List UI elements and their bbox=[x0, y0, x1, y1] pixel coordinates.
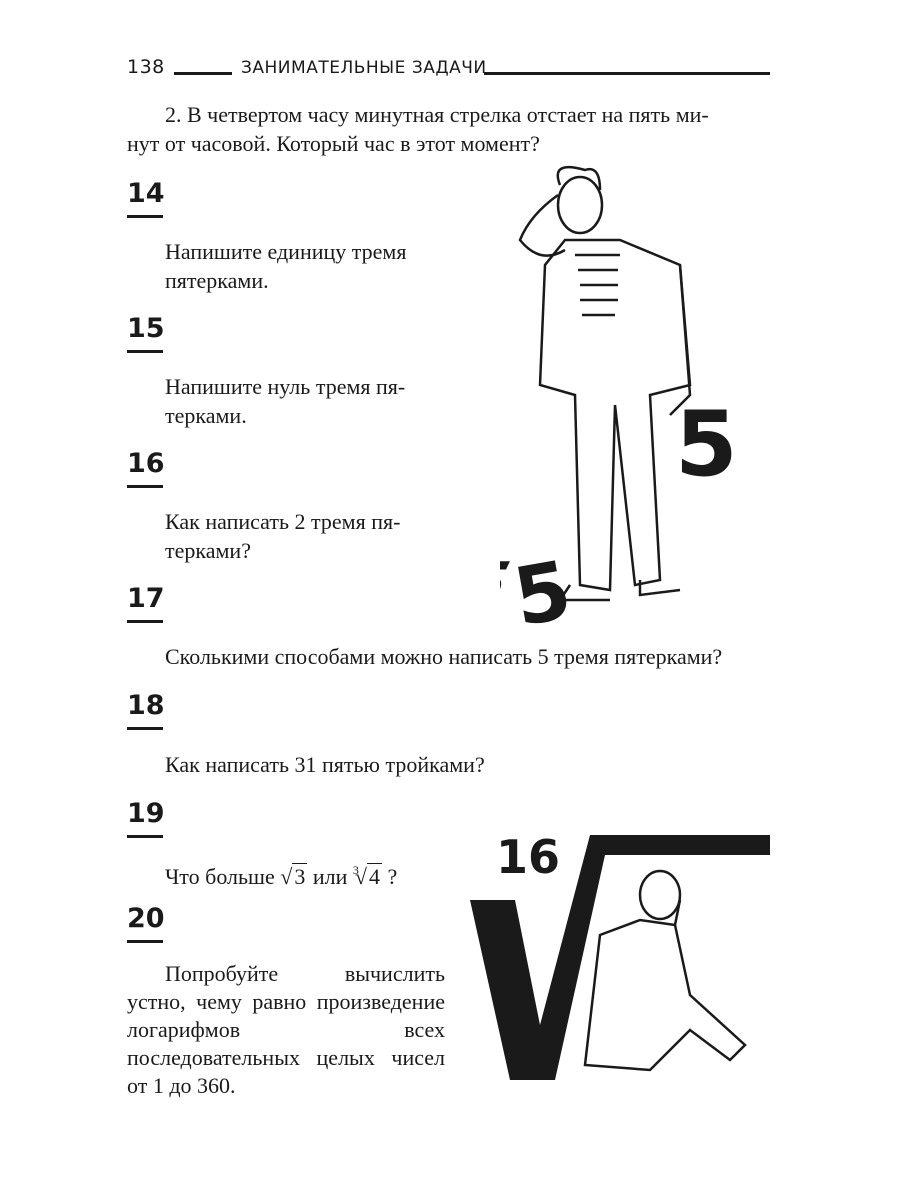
intro-line-1: 2. В четвертом часу минутная стрелка отс… bbox=[165, 102, 709, 127]
radical-sign-shape bbox=[470, 835, 770, 1080]
problem-number-20: 20 bbox=[127, 903, 165, 934]
problem-19-suffix: ? bbox=[387, 864, 398, 889]
problem-number-14: 14 bbox=[127, 178, 165, 209]
root-index-16: 16 bbox=[496, 830, 560, 884]
problem-number-16: 16 bbox=[127, 448, 165, 479]
problem-16-line-2: терками? bbox=[165, 538, 251, 563]
problem-14-line-1: Напишите единицу тремя bbox=[165, 239, 407, 264]
page-number: 138 bbox=[127, 56, 165, 78]
problem-20-text: Попробуйте вычислить устно, чему равно п… bbox=[127, 961, 445, 1098]
sqrt-radicand: 3 bbox=[292, 863, 308, 889]
problem-19-prefix: Что больше bbox=[165, 864, 275, 889]
heading-underline bbox=[127, 727, 163, 730]
problem-15-line-1: Напишите нуль тремя пя- bbox=[165, 374, 406, 399]
problem-16-line-1: Как написать 2 тремя пя- bbox=[165, 509, 401, 534]
heading-underline bbox=[127, 485, 163, 488]
heading-underline bbox=[127, 620, 163, 623]
header-rule-left bbox=[174, 72, 232, 75]
running-title: ЗАНИМАТЕЛЬНЫЕ ЗАДАЧИ bbox=[241, 58, 487, 78]
problem-14-line-2: пятерками. bbox=[165, 268, 269, 293]
cube-root-radicand: 4 bbox=[366, 863, 382, 889]
problem-15-line-2: терками. bbox=[165, 403, 247, 428]
heading-underline bbox=[127, 350, 163, 353]
heading-underline bbox=[127, 835, 163, 838]
puzzled-man-illustration: 5 5 5 bbox=[500, 165, 738, 635]
sitting-man-figure bbox=[583, 869, 747, 1072]
cube-root-index: 3 bbox=[352, 863, 359, 877]
heading-underline bbox=[127, 215, 163, 218]
header-rule-right bbox=[484, 72, 770, 75]
man-figure bbox=[518, 165, 692, 602]
problem-number-15: 15 bbox=[127, 313, 165, 344]
digit-five-held: 5 bbox=[675, 392, 738, 497]
problem-number-19: 19 bbox=[127, 798, 165, 829]
problem-number-17: 17 bbox=[127, 583, 165, 614]
heading-underline bbox=[127, 940, 163, 943]
problem-number-18: 18 bbox=[127, 690, 165, 721]
intro-line-2: нут от часовой. Который час в этот момен… bbox=[127, 131, 540, 156]
problem-17-text: Сколькими способами можно написать 5 тре… bbox=[165, 644, 723, 669]
problem-19-middle: или bbox=[312, 864, 348, 889]
problem-19-text: Что больше √3 или 3√4 ? bbox=[165, 863, 398, 889]
square-root-illustration: 16 bbox=[470, 830, 770, 1080]
problem-18-text: Как написать 31 пятью тройками? bbox=[165, 752, 485, 777]
